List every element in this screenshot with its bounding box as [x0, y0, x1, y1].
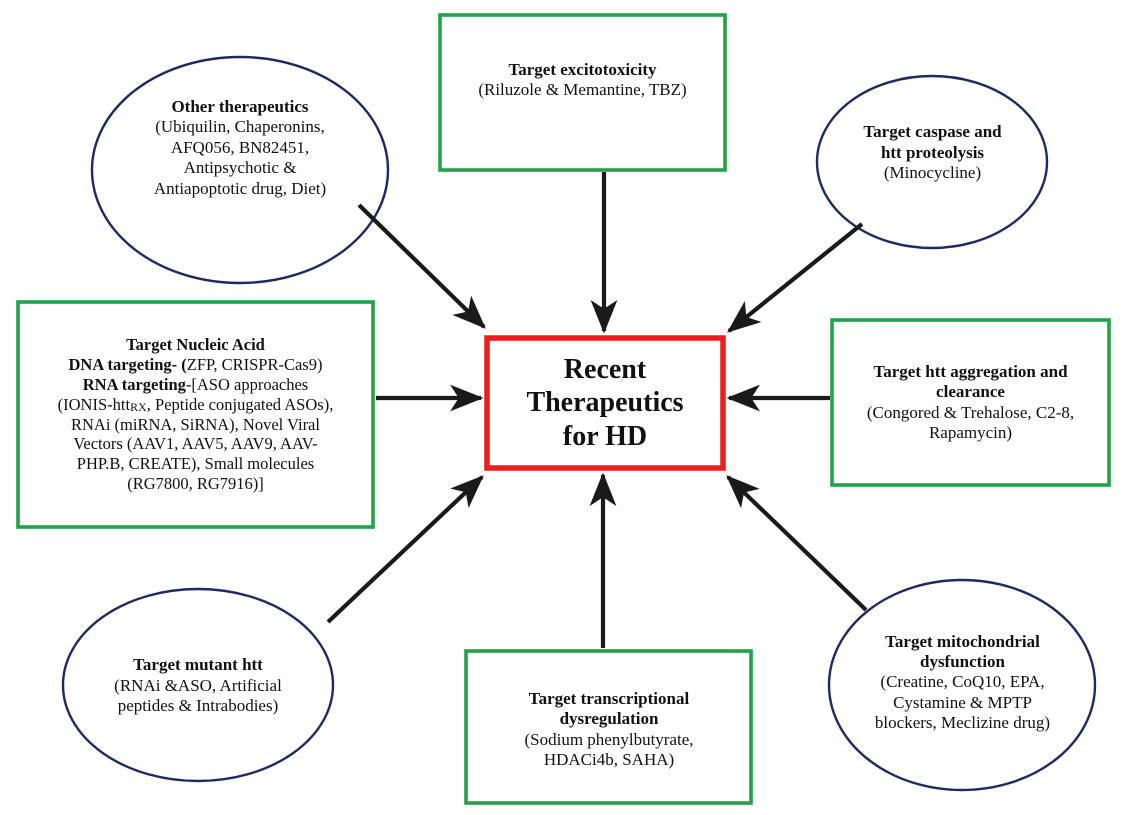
arrow-other-therapeutics-to-center: [357, 203, 486, 329]
node-shape-target-mitochondrial-dysfunction[interactable]: [827, 578, 1097, 792]
node-shape-other-therapeutics[interactable]: [90, 55, 390, 285]
arrow-mitochondrial-to-center: [726, 475, 868, 612]
arrow-caspase-to-center: [727, 222, 864, 333]
node-shape-target-mutant-htt[interactable]: [61, 587, 335, 783]
node-shape-target-transcriptional-dysregulation[interactable]: [464, 649, 753, 805]
node-shape-target-htt-aggregation[interactable]: [830, 318, 1111, 487]
arrow-mutant-htt-to-center: [326, 475, 484, 624]
node-shape-target-excitotoxicity[interactable]: [438, 13, 727, 172]
node-shape-center[interactable]: [484, 335, 726, 471]
node-shape-target-caspase[interactable]: [815, 74, 1049, 250]
node-shape-target-nucleic-acid[interactable]: [16, 300, 375, 529]
